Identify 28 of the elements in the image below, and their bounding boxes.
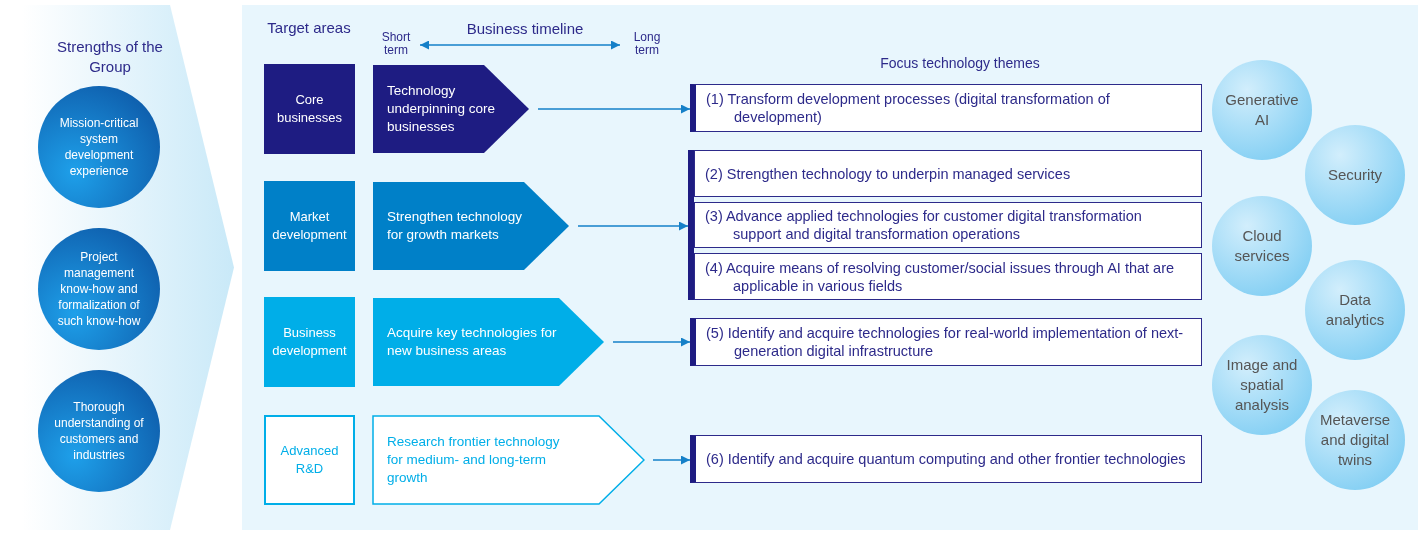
- arrow: [652, 455, 691, 465]
- pentagon-arrow-box: [372, 64, 530, 154]
- theme-box: (1) Transform development processes (digital transformation of development): [690, 84, 1202, 132]
- theme-box: (4) Acquire means of resolving customer/social issues through AI that are applicable in various fields: [694, 253, 1202, 300]
- timeline-heading: Business timeline: [465, 19, 585, 39]
- timeline-start-label: Short term: [380, 31, 412, 57]
- theme-box: (6) Identify and acquire quantum computing and other frontier technologies: [690, 435, 1202, 483]
- box-label: Acquire key technologies for new business areas: [387, 324, 558, 360]
- target-area-box: Market development: [264, 181, 355, 271]
- band-heading: Strengths of the Group: [56, 37, 164, 77]
- pentagon-arrow-box: [372, 415, 645, 505]
- theme-box: (3) Advance applied technologies for customer digital transformation support and digital transformation operations: [694, 202, 1202, 248]
- box-label: Technology underpinning core businesses: [387, 82, 497, 136]
- box-label: Research frontier technology for medium- and long-term growth: [387, 433, 561, 487]
- target-area-box: Advanced R&D: [264, 415, 355, 505]
- column-heading: Target areas: [266, 18, 352, 37]
- theme-box: (2) Strengthen technology to underpin managed services: [694, 150, 1202, 197]
- timeline-end-label: Long term: [632, 31, 662, 57]
- arrow: [577, 221, 689, 231]
- group-bar: [688, 150, 694, 300]
- target-area-box: Core businesses: [264, 64, 355, 154]
- box-label: Strengthen technology for growth markets: [387, 208, 524, 244]
- theme-box: (5) Identify and acquire technologies for real-world implementation of next-generation digital infrastructure: [690, 318, 1202, 366]
- pentagon-arrow-box: [372, 181, 570, 271]
- column-heading: Focus technology themes: [879, 54, 1041, 73]
- arrow: [612, 337, 691, 347]
- arrow: [537, 104, 691, 114]
- target-area-box: Business development: [264, 297, 355, 387]
